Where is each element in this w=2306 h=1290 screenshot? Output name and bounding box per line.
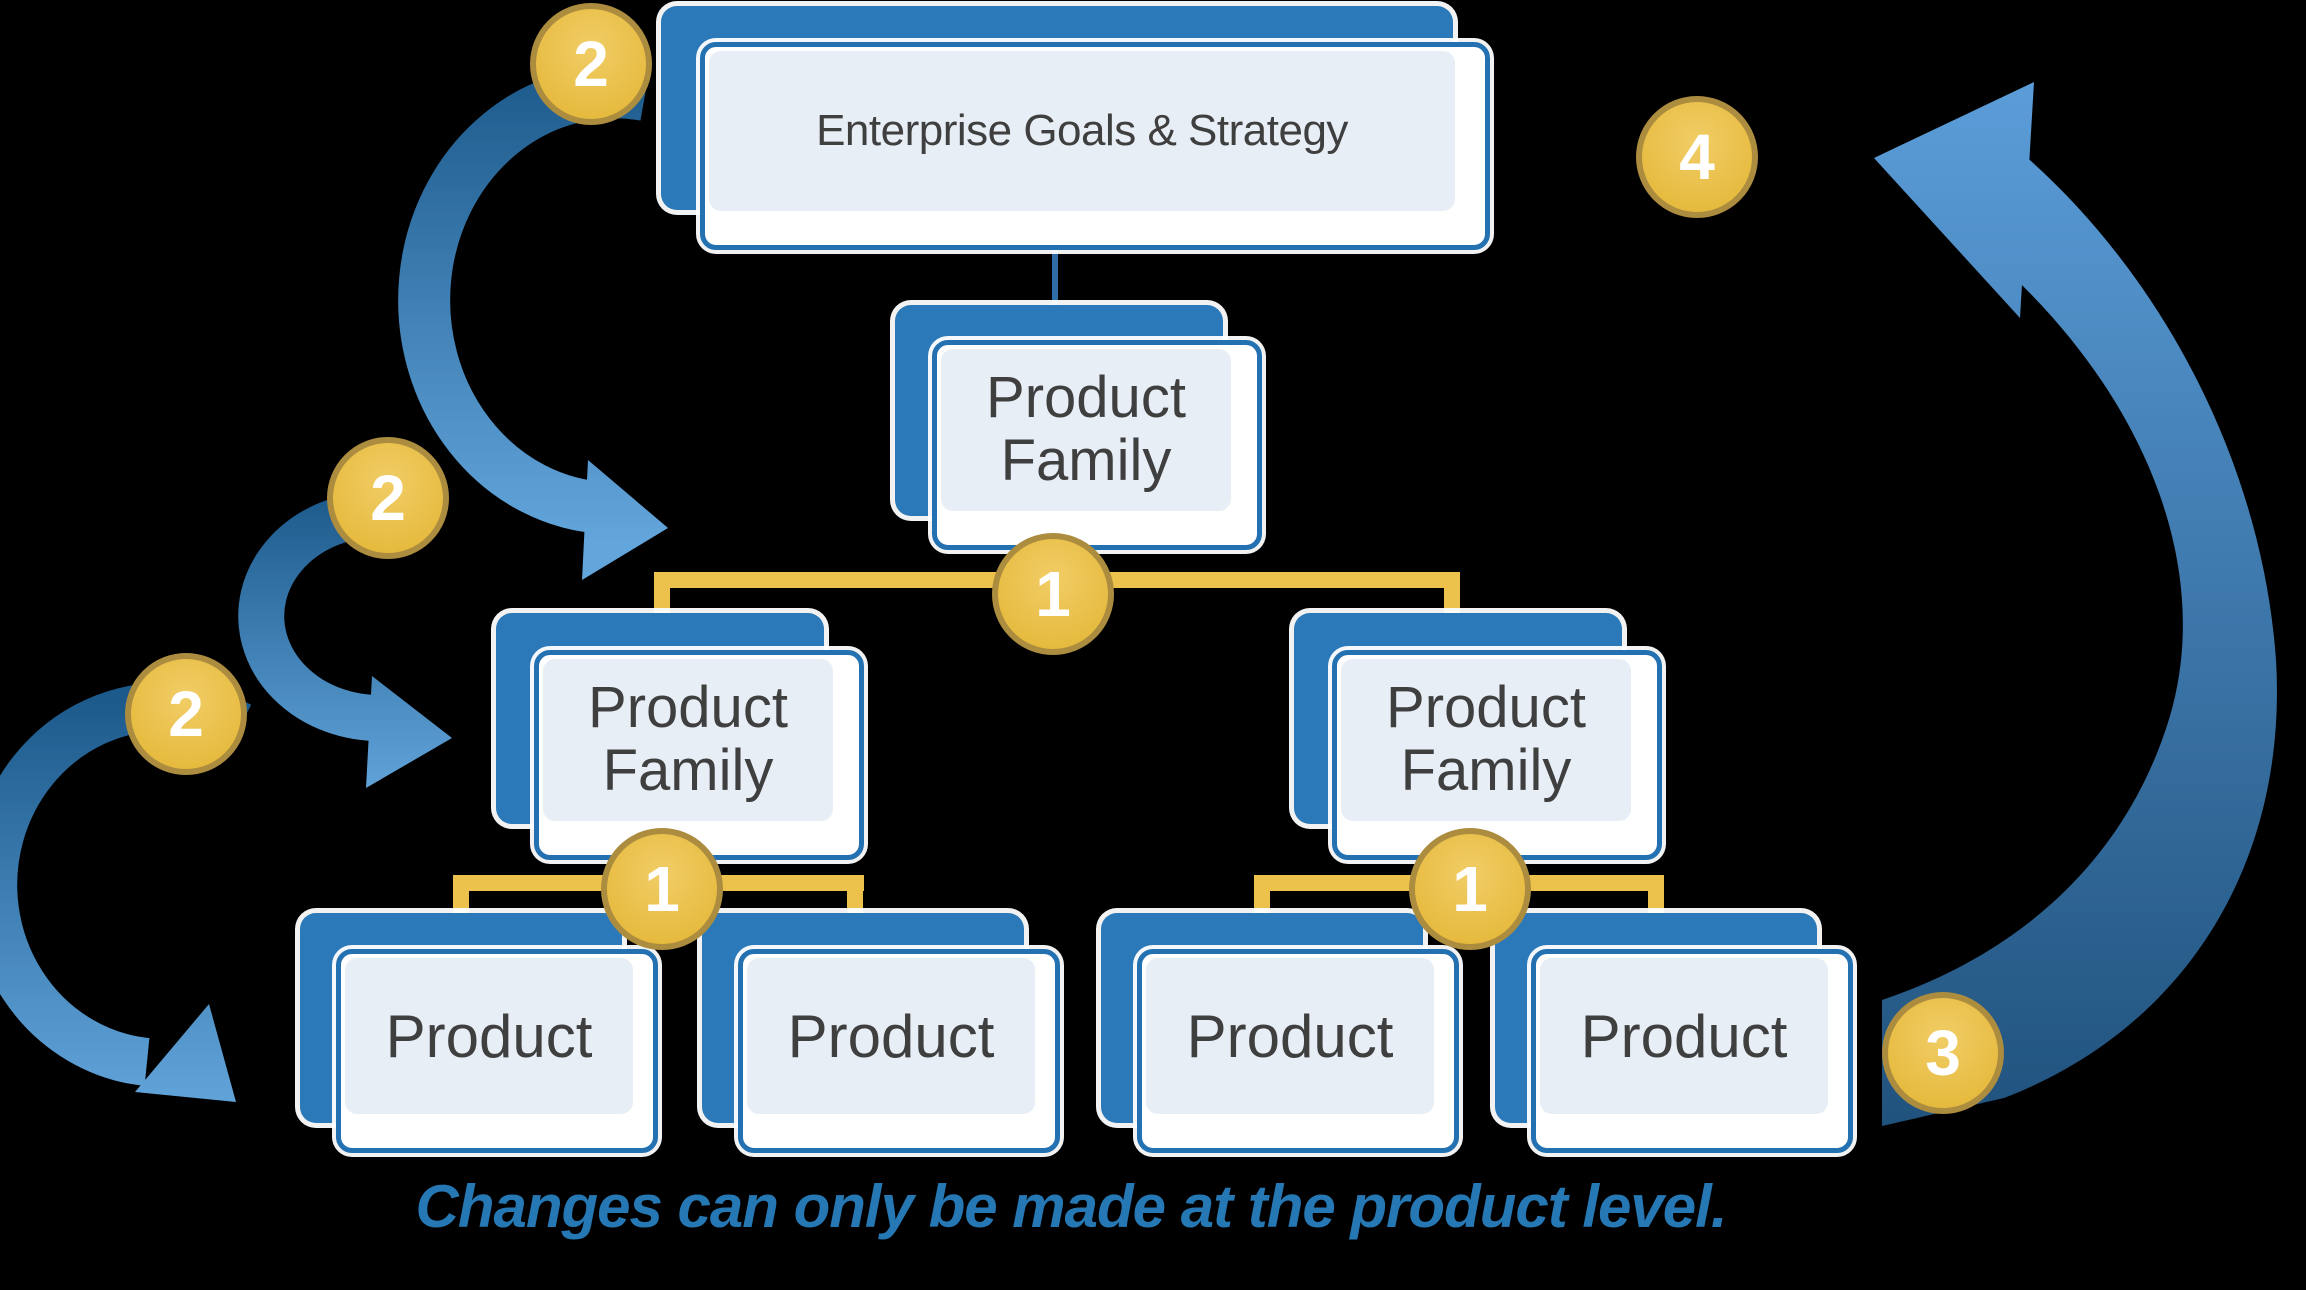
product-node-1-label: Product [385,1002,593,1070]
badge-number: 2 [370,462,406,534]
badge-number: 1 [1452,853,1488,925]
step-badge-2-enterprise: 2 [530,3,652,125]
product-node-4: Product [1495,913,1853,1153]
product-family-center-label: Product Family [986,365,1186,493]
cascade-arc-3-arrowhead-icon [135,1004,236,1102]
step-badge-1-left: 1 [601,828,723,950]
cascade-arc-1-arrowhead-icon [582,460,668,580]
product-node-2-front-box: Product [738,949,1060,1153]
badge-number: 2 [573,28,609,100]
product-node-4-label: Product [1580,1002,1788,1070]
product-family-right-node: Product Family [1294,613,1662,860]
product-node-4-front-box: Product [1531,949,1853,1153]
product-node-3-front-box: Product [1137,949,1459,1153]
step-badge-2-low: 2 [125,653,247,775]
product-family-left-front-box: Product Family [534,650,864,860]
badge-number: 2 [168,678,204,750]
product-node-3-label: Product [1186,1002,1394,1070]
connector-enterprise-family [1052,248,1058,312]
product-family-center-front-box: Product Family [932,340,1262,550]
badge-number: 4 [1679,121,1715,193]
connector-families-drop-left [654,572,670,617]
product-family-right-label: Product Family [1386,675,1586,803]
product-node-1-front-box: Product [336,949,658,1153]
enterprise-goals-node: Enterprise Goals & Strategy [661,6,1490,250]
badge-number: 1 [1035,558,1071,630]
product-family-left-label: Product Family [588,675,788,803]
product-family-left-node: Product Family [496,613,864,860]
product-family-center-node: Product Family [895,305,1262,550]
badge-number: 3 [1925,1017,1961,1089]
enterprise-node-front-box: Enterprise Goals & Strategy [700,42,1490,250]
enterprise-node-label: Enterprise Goals & Strategy [816,106,1348,155]
feedback-arrow-band [1882,148,2277,1126]
product-family-right-front-box: Product Family [1332,650,1662,860]
step-badge-3: 3 [1882,992,2004,1114]
connector-left-products-drop-right [847,875,863,913]
product-node-2-label: Product [787,1002,995,1070]
connector-left-products-drop-left [453,875,469,913]
cascade-arc-1 [398,66,650,534]
product-node-3: Product [1101,913,1459,1153]
step-badge-1-right: 1 [1409,828,1531,950]
connector-right-products-drop-right [1648,875,1664,913]
badge-number: 1 [644,853,680,925]
product-node-2: Product [702,913,1060,1153]
step-badge-4: 4 [1636,96,1758,218]
connector-right-products-drop-left [1254,875,1270,913]
step-badge-1-center: 1 [992,533,1114,655]
feedback-arrow-arrowhead-icon [1874,82,2034,318]
connector-families-drop-right [1444,572,1460,617]
diagram-caption: Changes can only be made at the product … [415,1173,1727,1240]
cascade-arc-2-arrowhead-icon [366,676,452,788]
product-node-1: Product [300,913,658,1153]
step-badge-2-mid: 2 [327,437,449,559]
